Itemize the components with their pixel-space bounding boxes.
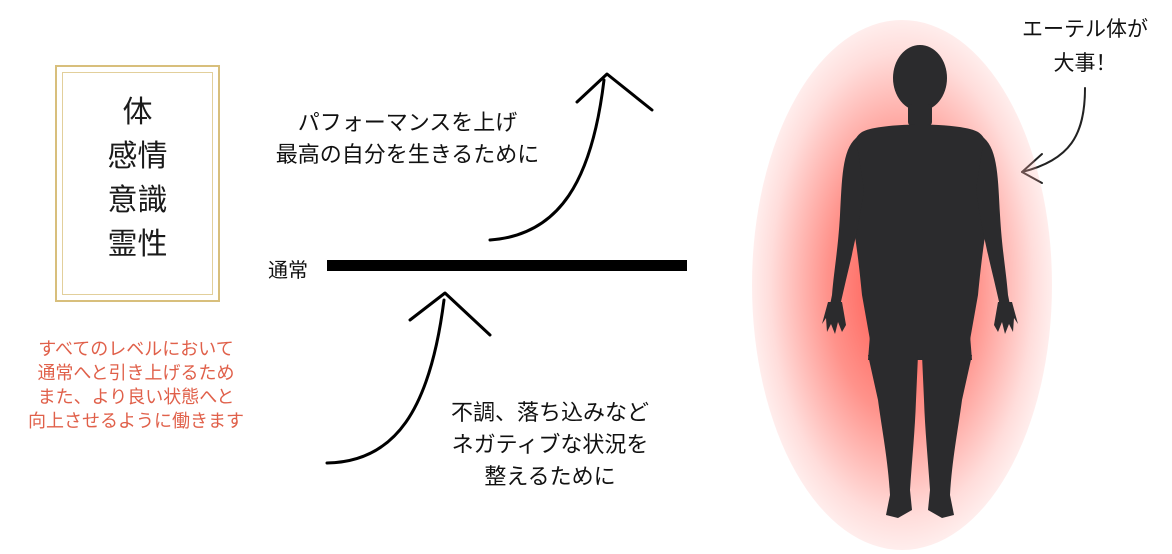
etheric-note-line: 大事！ [1053,51,1117,75]
levels-frame: 体 感情 意識 霊性 [55,65,220,302]
levels-description: すべてのレベルにおいて 通常へと引き上げるため また、より良い状態へと 向上させ… [0,338,272,434]
upper-goal-text: パフォーマンスを上げ 最高の自分を生きるために [230,108,585,172]
level-consciousness: 意識 [107,183,168,218]
etheric-note-line: エーテル体が [1022,17,1148,41]
lower-goal-line: 不調、落ち込みなど [450,401,649,426]
lower-goal-text: 不調、落ち込みなど ネガティブな状況を 整えるために [400,398,700,494]
levels-description-line: 向上させるように働きます [28,411,244,432]
lower-goal-line: 整えるために [484,465,616,490]
levels-description-line: また、より良い状態へと [37,387,235,408]
level-emotion: 感情 [107,139,168,174]
normal-baseline [327,260,687,271]
human-silhouette-shape [822,45,1018,518]
levels-description-line: すべてのレベルにおいて [38,339,234,360]
upper-arrowhead [575,72,654,112]
upper-goal-line: 最高の自分を生きるために [275,143,540,168]
levels-list: 体 感情 意識 霊性 [57,91,218,267]
levels-frame-inner-border [62,72,213,295]
normal-label: 通常 [268,258,308,282]
etheric-body-note: エーテル体が 大事！ [1005,12,1165,80]
upper-goal-line: パフォーマンスを上げ [297,111,518,136]
levels-description-line: 通常へと引き上げるため [37,363,235,384]
upward-curve-arrow-lower [325,298,446,465]
lower-arrowhead [408,291,492,337]
level-spirituality: 霊性 [107,227,168,262]
human-silhouette [822,45,1018,518]
upward-curve-arrow-upper [488,78,606,242]
lower-goal-line: ネガティブな状況を [451,433,649,458]
level-body: 体 [122,95,153,130]
